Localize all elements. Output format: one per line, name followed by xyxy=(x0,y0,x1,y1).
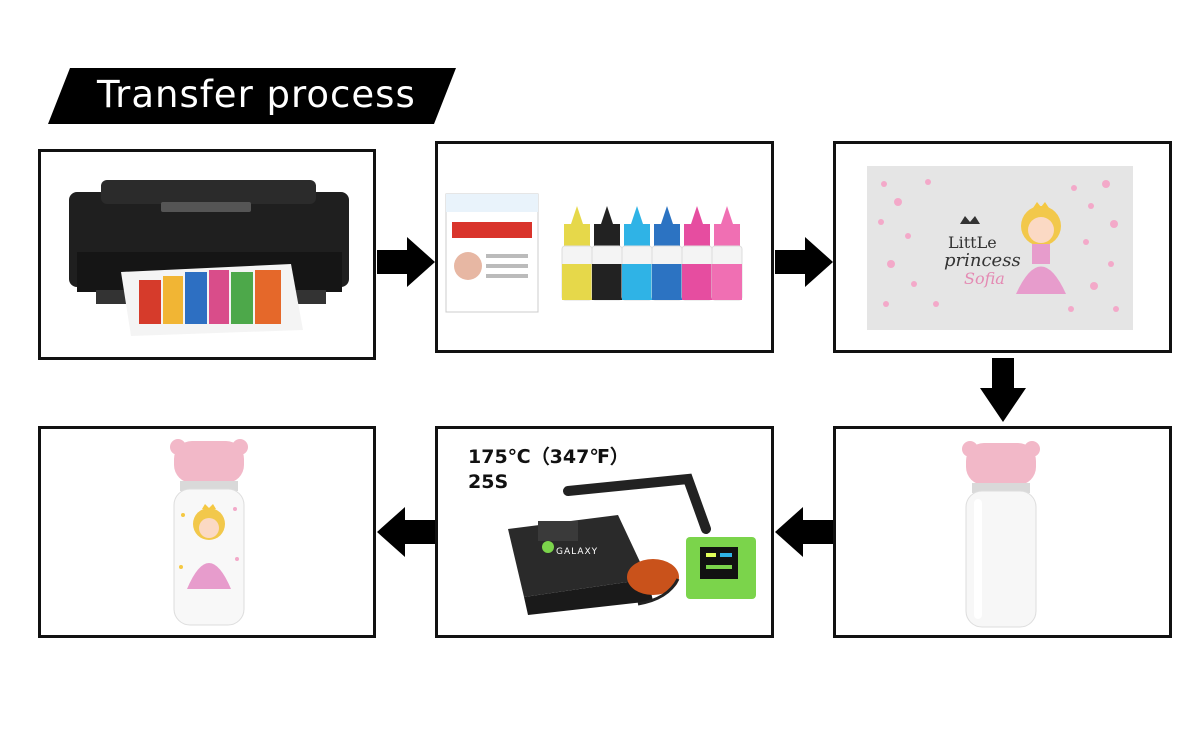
blank-bottle-icon xyxy=(836,429,1169,635)
arrow-left-1 xyxy=(775,507,833,557)
printed-transfer-design-icon: LittLe princess Sofia xyxy=(836,144,1169,350)
design-text-3: Sofia xyxy=(964,269,1005,288)
step-heat-press-box: 175℃（347℉） 25S GALAXY xyxy=(435,426,774,638)
mug-heat-press-icon xyxy=(438,429,771,635)
step-printed-transfer-box: LittLe princess Sofia xyxy=(833,141,1172,353)
sublimation-paper-and-ink-icon xyxy=(438,144,771,350)
arrow-down xyxy=(980,358,1026,422)
ink-bottles xyxy=(562,206,742,300)
page-title: Transfer process xyxy=(97,68,416,124)
finished-bottle-icon xyxy=(41,429,373,635)
brand-label: GALAXY xyxy=(556,547,598,557)
arrow-right-1 xyxy=(377,237,435,287)
design-text-2: princess xyxy=(944,250,1021,271)
step-printer-box xyxy=(38,149,376,360)
step-paper-ink-box xyxy=(435,141,774,353)
step-blank-bottle-box xyxy=(833,426,1172,638)
step-finished-bottle-box xyxy=(38,426,376,638)
arrow-left-2 xyxy=(377,507,435,557)
arrow-right-2 xyxy=(775,237,833,287)
inkjet-printer-icon xyxy=(41,152,373,357)
